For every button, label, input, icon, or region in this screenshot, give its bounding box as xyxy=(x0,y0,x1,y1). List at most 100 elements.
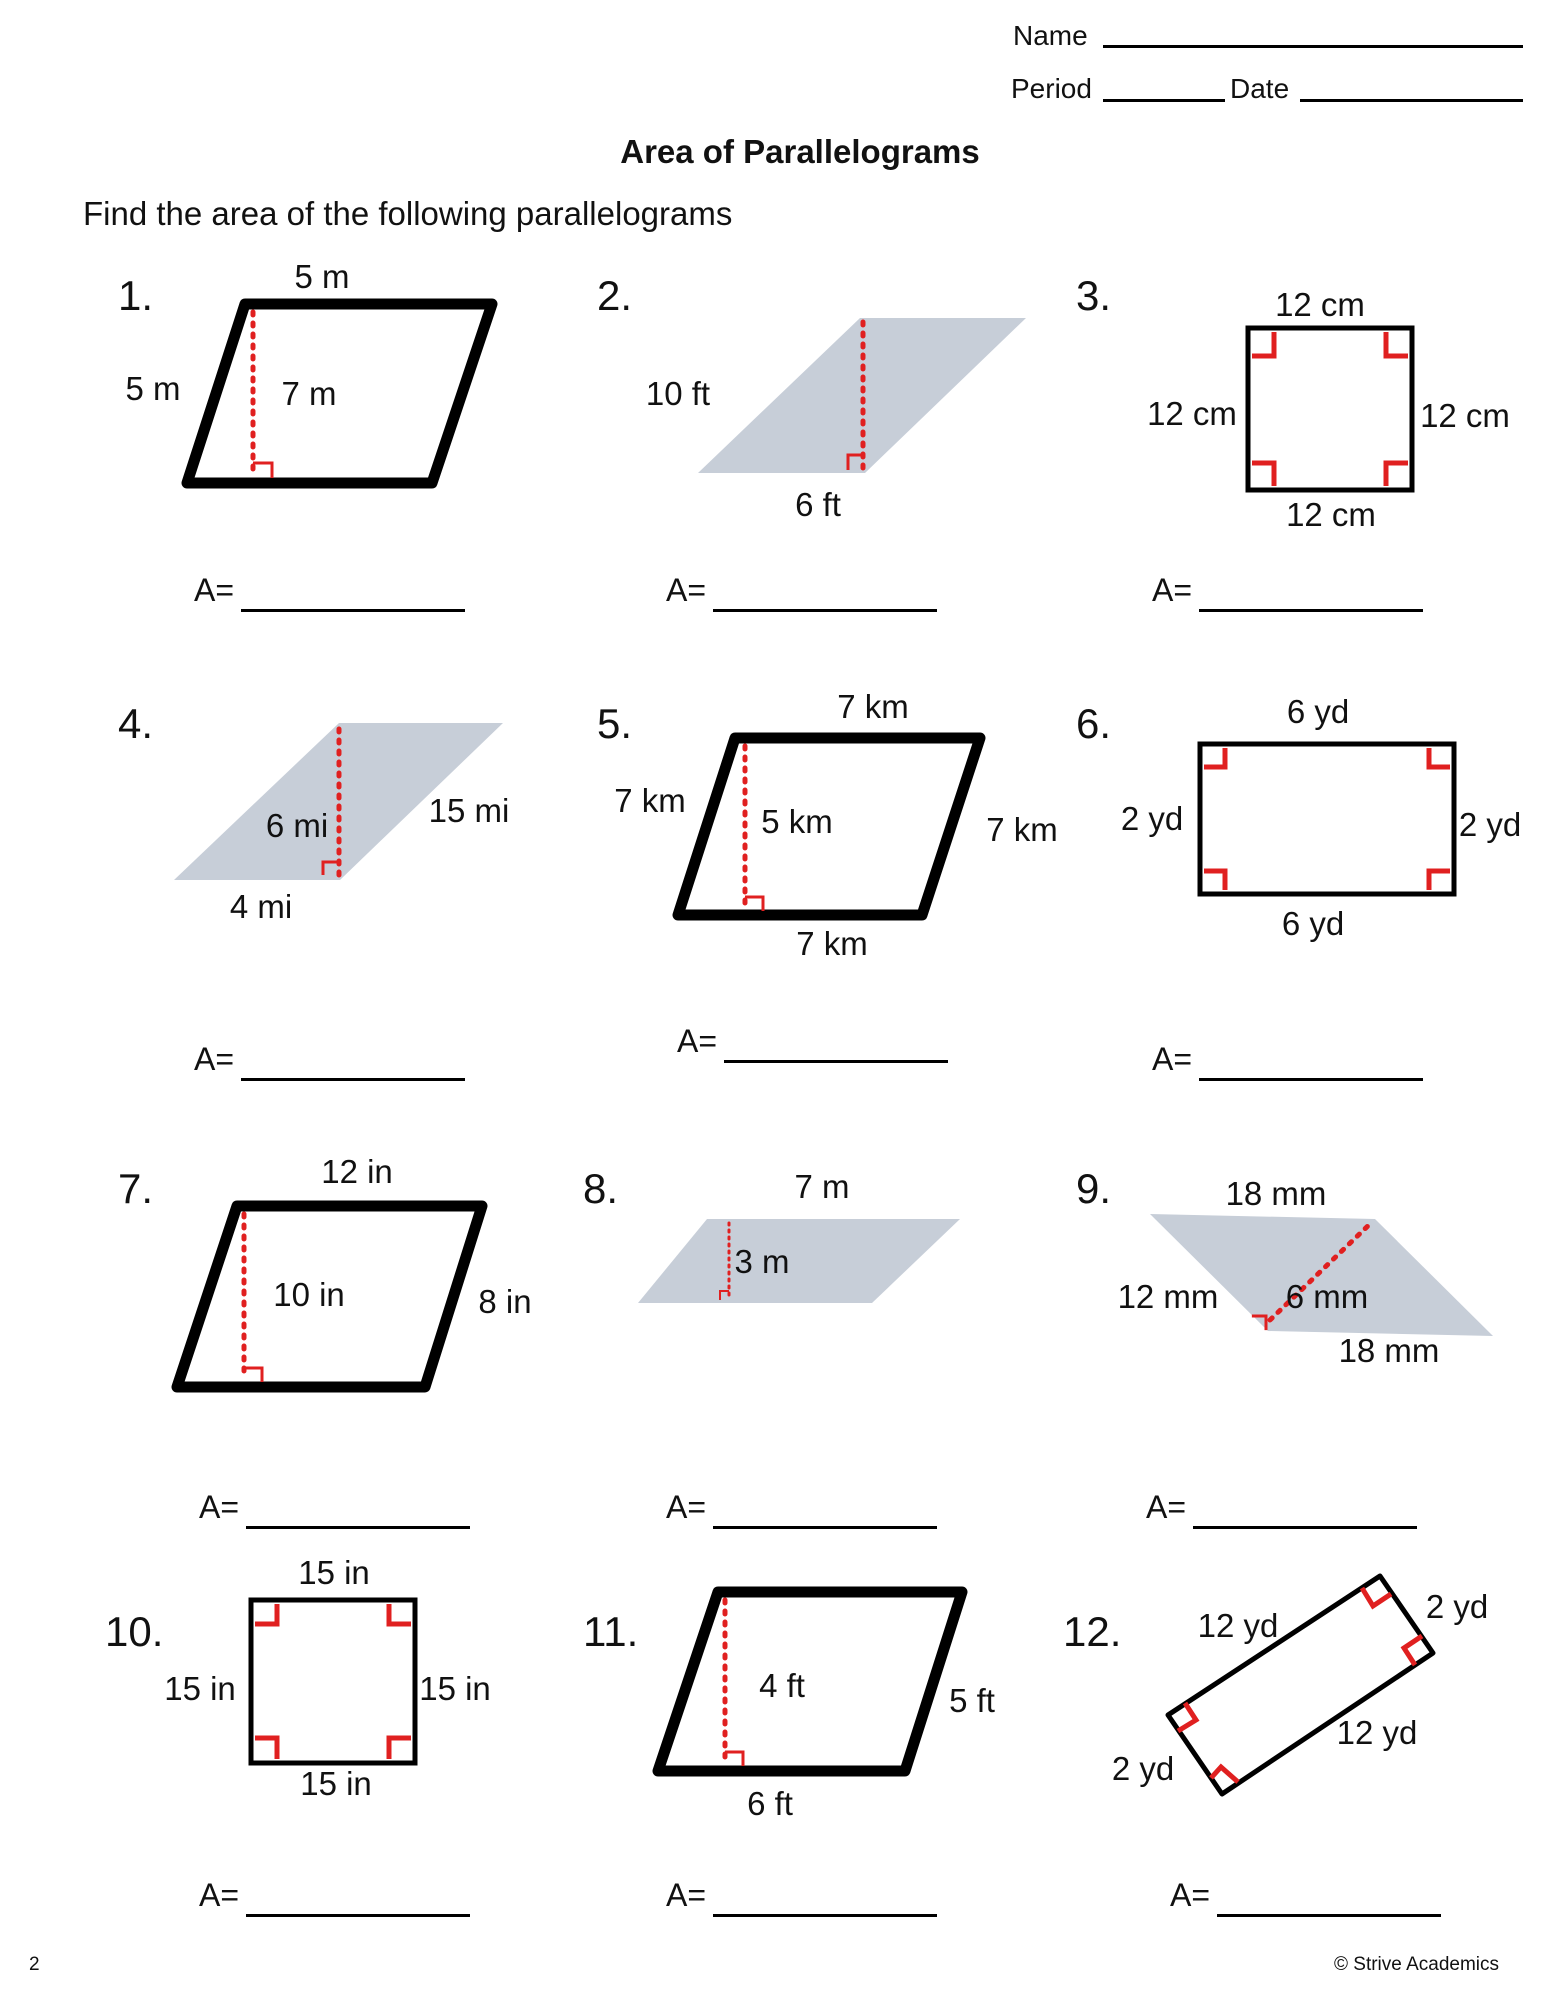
answer-label: A= xyxy=(194,572,235,608)
dimension-label: 7 km xyxy=(614,782,686,819)
problem-number: 9. xyxy=(1076,1165,1112,1212)
name-label: Name xyxy=(1013,20,1088,51)
name-field[interactable] xyxy=(1103,45,1523,48)
problem-number: 8. xyxy=(583,1165,619,1212)
dimension-label: 5 m xyxy=(125,370,180,407)
answer-field[interactable] xyxy=(724,1060,948,1063)
parallelogram-figure-7: 12 in 10 in 8 in xyxy=(171,1153,532,1393)
parallelogram-figure-5: 7 km 7 km 5 km 7 km 7 km xyxy=(614,688,1058,962)
rectangle-figure-6: 6 yd 2 yd 2 yd 6 yd xyxy=(1121,693,1521,942)
dimension-label: 12 yd xyxy=(1337,1714,1418,1751)
answer-label: A= xyxy=(1152,572,1193,608)
problem-number: 10. xyxy=(105,1608,164,1655)
height-label: 3 m xyxy=(734,1243,789,1280)
height-label: 4 ft xyxy=(759,1667,805,1704)
dimension-label: 12 cm xyxy=(1286,496,1376,533)
problem-number: 12. xyxy=(1063,1608,1122,1655)
dimension-label: 6 ft xyxy=(795,486,841,523)
answer-field[interactable] xyxy=(1199,609,1423,612)
answer-field[interactable] xyxy=(1217,1914,1441,1917)
answer-label: A= xyxy=(194,1041,235,1077)
answer-label: A= xyxy=(677,1023,718,1059)
dimension-label: 6 ft xyxy=(747,1785,793,1822)
dimension-label: 12 cm xyxy=(1147,395,1237,432)
problem-number: 6. xyxy=(1076,700,1112,747)
answer-label: A= xyxy=(666,572,707,608)
answer-field[interactable] xyxy=(713,1914,937,1917)
dimension-label: 2 yd xyxy=(1426,1588,1488,1625)
copyright-notice: © Strive Academics xyxy=(1334,1954,1499,1975)
dimension-label: 6 yd xyxy=(1282,905,1344,942)
dimension-label: 2 yd xyxy=(1112,1750,1174,1787)
answer-label: A= xyxy=(199,1489,240,1525)
rectangle-figure-12: 12 yd 2 yd 12 yd 2 yd xyxy=(1112,1573,1488,1797)
page-number: 2 xyxy=(29,1954,40,1975)
parallelogram-figure-11: 4 ft 5 ft 6 ft xyxy=(652,1586,995,1822)
dimension-label: 7 km xyxy=(986,811,1058,848)
answer-label: A= xyxy=(666,1877,707,1913)
dimension-label: 6 yd xyxy=(1287,693,1349,730)
dimension-label: 18 mm xyxy=(1226,1175,1327,1212)
dimension-label: 12 cm xyxy=(1275,286,1365,323)
square-figure-3: 12 cm 12 cm 12 cm 12 cm xyxy=(1147,286,1510,533)
height-label: 7 m xyxy=(281,375,336,412)
page-title: Area of Parallelograms xyxy=(620,133,980,170)
answer-field[interactable] xyxy=(713,609,937,612)
height-label: 10 in xyxy=(273,1276,345,1313)
dimension-label: 5 m xyxy=(294,258,349,295)
problem-number: 4. xyxy=(118,700,154,747)
problem-number: 1. xyxy=(118,272,154,319)
square-figure-10: 15 in 15 in 15 in 15 in xyxy=(164,1554,491,1802)
period-label: Period xyxy=(1011,73,1092,104)
dimension-label: 5 ft xyxy=(949,1682,995,1719)
answer-label: A= xyxy=(666,1489,707,1525)
dimension-label: 15 in xyxy=(164,1670,236,1707)
height-label: 10 ft xyxy=(646,375,710,412)
dimension-label: 15 in xyxy=(419,1670,491,1707)
dimension-label: 4 mi xyxy=(230,888,292,925)
answer-label: A= xyxy=(1146,1489,1187,1525)
dimension-label: 12 cm xyxy=(1420,397,1510,434)
answer-field[interactable] xyxy=(246,1526,470,1529)
dimension-label: 12 yd xyxy=(1198,1607,1279,1644)
dimension-label: 15 in xyxy=(300,1765,372,1802)
dimension-label: 2 yd xyxy=(1459,806,1521,843)
date-field[interactable] xyxy=(1300,99,1523,102)
answer-field[interactable] xyxy=(1193,1526,1417,1529)
answer-field[interactable] xyxy=(713,1526,937,1529)
dimension-label: 7 km xyxy=(837,688,909,725)
dimension-label: 15 in xyxy=(298,1554,370,1591)
answer-label: A= xyxy=(199,1877,240,1913)
period-field[interactable] xyxy=(1103,99,1225,102)
problem-number: 5. xyxy=(597,700,633,747)
answer-field[interactable] xyxy=(1199,1078,1423,1081)
date-label: Date xyxy=(1230,73,1290,104)
dimension-label: 7 m xyxy=(794,1168,849,1205)
answer-label: A= xyxy=(1170,1877,1211,1913)
parallelogram-figure-2: 10 ft 6 ft xyxy=(646,318,1026,523)
dimension-label: 12 in xyxy=(321,1153,393,1190)
instructions: Find the area of the following parallelo… xyxy=(83,195,733,232)
parallelogram-figure-9: 18 mm 12 mm 6 mm 18 mm xyxy=(1118,1175,1493,1369)
dimension-label: 8 in xyxy=(478,1283,531,1320)
answer-field[interactable] xyxy=(241,609,465,612)
problem-number: 7. xyxy=(118,1165,154,1212)
height-label: 6 mm xyxy=(1286,1278,1369,1315)
height-label: 6 mi xyxy=(266,807,328,844)
problem-number: 2. xyxy=(597,272,633,319)
parallelogram-figure-1: 5 m 5 m 7 m xyxy=(125,258,498,489)
dimension-label: 7 km xyxy=(796,925,868,962)
answer-field[interactable] xyxy=(241,1078,465,1081)
parallelogram-figure-8: 7 m 3 m xyxy=(638,1168,960,1303)
answer-label: A= xyxy=(1152,1041,1193,1077)
parallelogram-figure-4: 6 mi 15 mi 4 mi xyxy=(174,723,509,925)
dimension-label: 18 mm xyxy=(1339,1332,1440,1369)
dimension-label: 2 yd xyxy=(1121,800,1183,837)
dimension-label: 12 mm xyxy=(1118,1278,1219,1315)
height-label: 5 km xyxy=(761,803,833,840)
answer-field[interactable] xyxy=(246,1914,470,1917)
problem-number: 3. xyxy=(1076,272,1112,319)
dimension-label: 15 mi xyxy=(429,792,510,829)
problem-number: 11. xyxy=(583,1608,639,1655)
